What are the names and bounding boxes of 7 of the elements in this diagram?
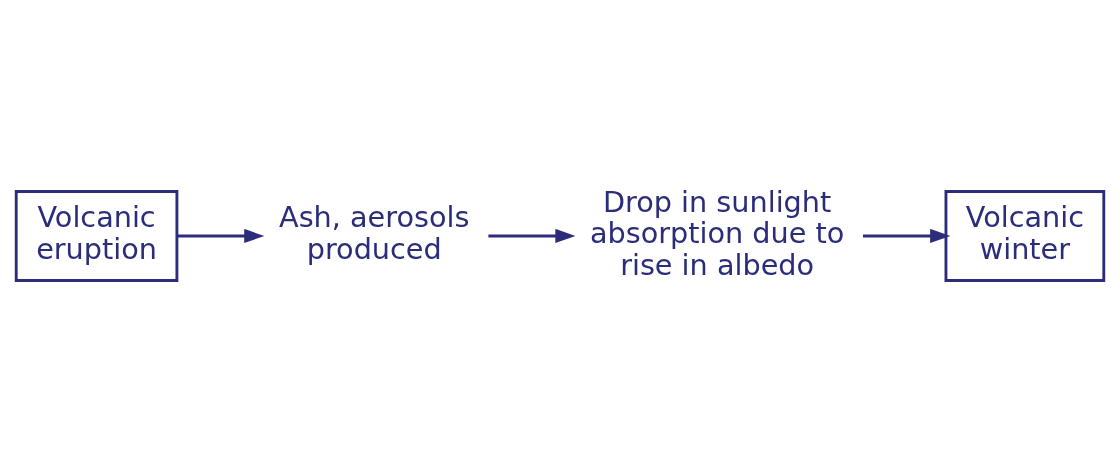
arrow [177,228,265,244]
arrow [862,228,951,244]
node-text: Drop in sunlight absorption due to rise in albedo [589,184,845,282]
node-box: Volcanic winter [944,190,1106,282]
arrow [488,228,576,244]
node-box: Volcanic eruption [14,190,179,282]
node-text: Ash, aerosols produced [279,200,470,266]
